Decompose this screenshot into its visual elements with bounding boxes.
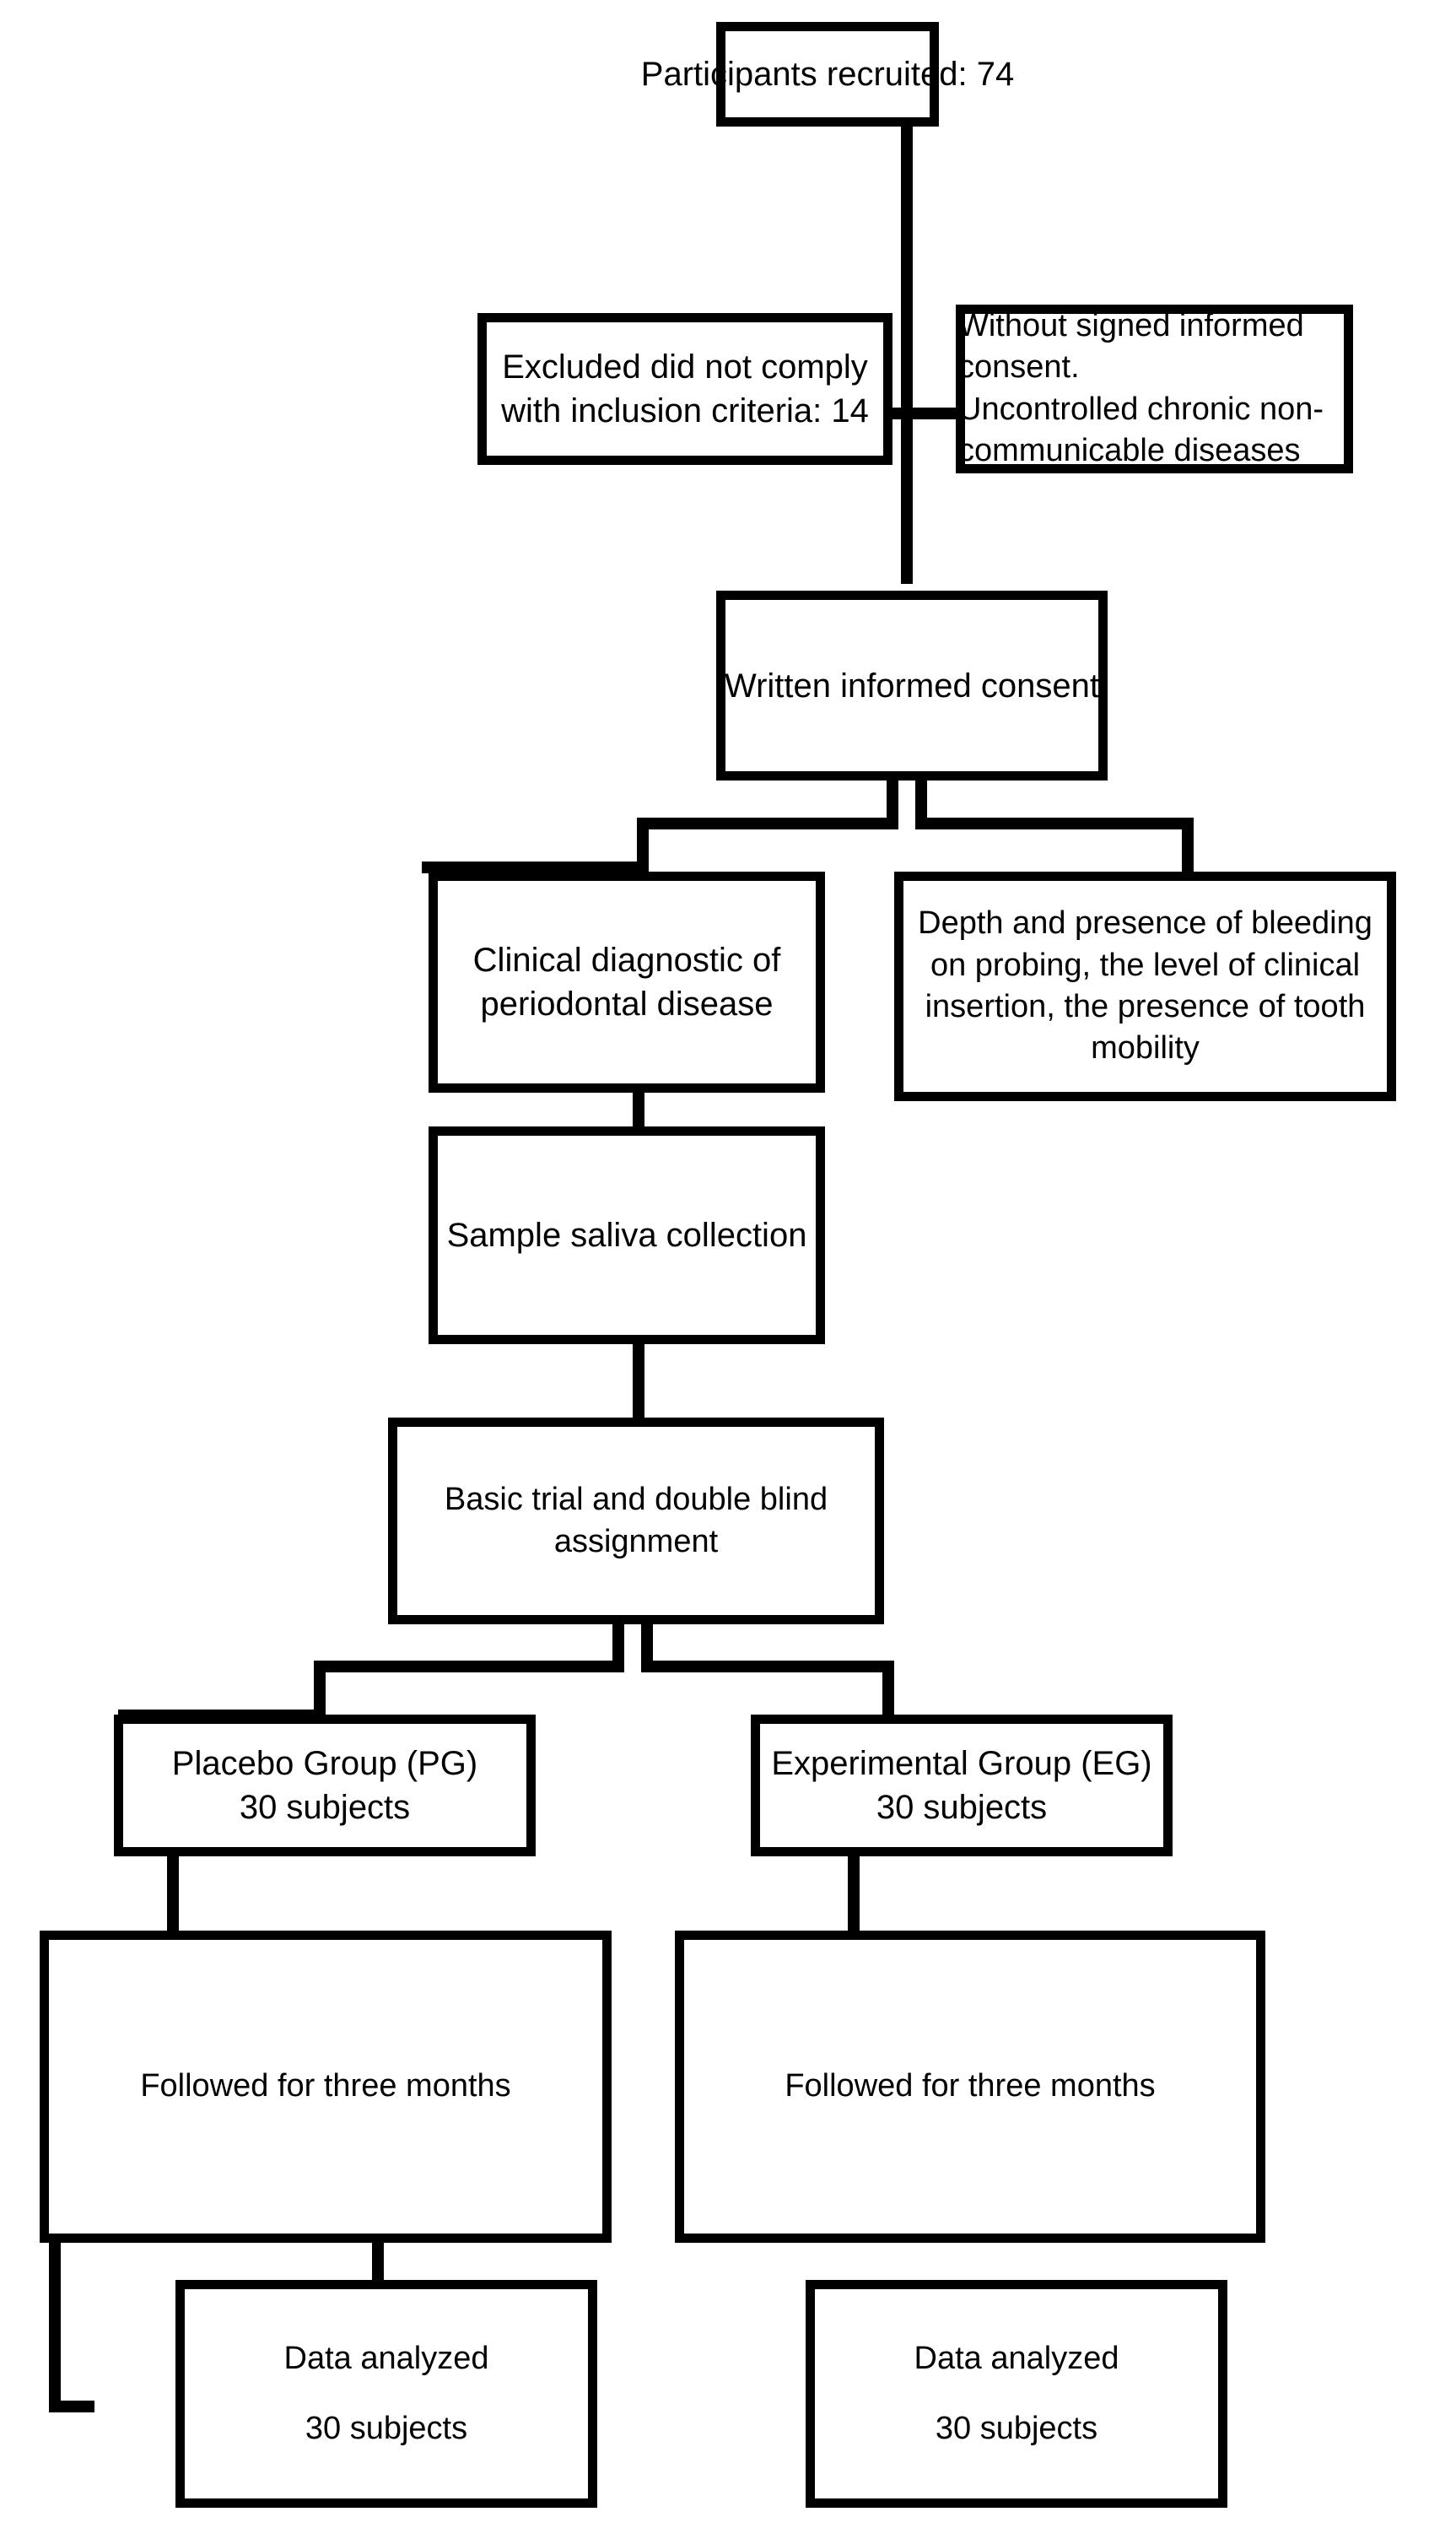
node-followup-experimental-line-1: Followed for three months [785, 2068, 1156, 2104]
node-placebo-group[interactable]: Placebo Group (PG) 30 subjects [114, 1715, 536, 1856]
node-trial-assignment-line-1: Basic trial and double blind [444, 1482, 828, 1518]
connector-assignment-stub-right [641, 1620, 653, 1672]
node-exclusion-reasons-line-4: communicable diseases [958, 433, 1301, 469]
node-analyzed-placebo-line-1: Data analyzed [283, 2340, 489, 2376]
node-clinical-measures-line-2: on probing, the level of clinical [930, 947, 1361, 983]
node-analyzed-experimental-line-1: Data analyzed [914, 2340, 1119, 2376]
node-clinical-diagnostic-line-1: Clinical diagnostic of [472, 942, 781, 979]
node-placebo-group-line-2: 30 subjects [239, 1789, 411, 1826]
node-exclusion-reasons-line-1: Without signed informed [958, 308, 1304, 344]
node-trial-assignment[interactable]: Basic trial and double blind assignment [388, 1418, 884, 1624]
node-experimental-group[interactable]: Experimental Group (EG) 30 subjects [751, 1715, 1173, 1856]
connector-assignment-drop-right [882, 1661, 894, 1721]
node-clinical-measures[interactable]: Depth and presence of bleeding on probin… [894, 872, 1396, 1101]
node-clinical-diagnostic[interactable]: Clinical diagnostic of periodontal disea… [429, 872, 825, 1093]
node-clinical-measures-line-4: mobility [1091, 1030, 1200, 1067]
node-excluded-line-2: with inclusion criteria: 14 [501, 392, 869, 429]
node-experimental-group-line-2: 30 subjects [876, 1789, 1048, 1826]
connector-assignment-bar-right [641, 1661, 894, 1672]
node-excluded-line-1: Excluded did not comply [502, 348, 868, 386]
connector-consent-stub-left [887, 777, 898, 829]
node-participants-recruited-line-1: Participants recruited: 74 [640, 56, 1015, 93]
connector-followup-placebo-stub [49, 2401, 94, 2412]
connector-consent-bar-left-lower [422, 862, 649, 873]
connector-consent-bar-right [915, 818, 1194, 829]
node-followup-experimental-box[interactable]: Followed for three months [675, 1931, 1265, 2243]
node-written-informed-consent[interactable]: Written informed consent [716, 591, 1108, 781]
connector-assignment-drop-left [314, 1661, 326, 1721]
connector-experimental-to-followup [848, 1852, 860, 1937]
connector-consent-drop-right [1182, 818, 1194, 873]
node-exclusion-reasons[interactable]: Without signed informed consent. Uncontr… [956, 305, 1353, 473]
connector-consent-drop-left [637, 818, 649, 873]
node-written-informed-consent-line-1: Written informed consent [725, 667, 1099, 705]
node-analyzed-experimental-line-2: 30 subjects [935, 2411, 1098, 2446]
node-sample-saliva-collection-line-1: Sample saliva collection [446, 1217, 807, 1254]
connector-followup-placebo-drop [49, 2239, 61, 2412]
connector-consent-bar-left [637, 818, 898, 829]
node-followup-placebo-line-1: Followed for three months [140, 2068, 511, 2104]
connector-assignment-bar-left [314, 1661, 624, 1672]
node-participants-recruited[interactable]: Participants recruited: 74 [641, 22, 1014, 127]
connector-assignment-stub-left [612, 1620, 624, 1672]
node-experimental-group-line-1: Experimental Group (EG) [771, 1745, 1152, 1782]
connector-placebo-to-followup [167, 1852, 179, 1937]
node-clinical-measures-line-3: insertion, the presence of tooth [925, 989, 1366, 1024]
node-followup-placebo[interactable]: Followed for three months [40, 1931, 612, 2243]
node-trial-assignment-line-2: assignment [553, 1523, 719, 1559]
node-clinical-diagnostic-line-2: periodontal disease [480, 986, 774, 1023]
node-exclusion-reasons-line-2: consent. [958, 349, 1080, 386]
connector-trunk-to-reasons [906, 408, 957, 419]
node-excluded[interactable]: Excluded did not comply with inclusion c… [477, 313, 892, 465]
connector-consent-stub-right [915, 777, 927, 829]
node-sample-saliva-collection[interactable]: Sample saliva collection [429, 1126, 825, 1344]
connector-trunk-excluded-row [901, 322, 913, 584]
node-exclusion-reasons-line-3: Uncontrolled chronic non- [958, 392, 1324, 427]
node-analyzed-placebo-line-2: 30 subjects [305, 2411, 468, 2446]
connector-saliva-to-assignment [633, 1340, 644, 1422]
node-placebo-group-line-1: Placebo Group (PG) [171, 1745, 478, 1782]
node-exclusion-reasons-text: Without signed informed consent. Uncontr… [958, 305, 1363, 473]
node-analyzed-placebo[interactable]: Data analyzed 30 subjects [175, 2280, 597, 2508]
node-clinical-measures-line-1: Depth and presence of bleeding [918, 905, 1372, 942]
connector-recruited-to-consent [901, 120, 913, 322]
node-analyzed-experimental[interactable]: Data analyzed 30 subjects [806, 2280, 1227, 2508]
